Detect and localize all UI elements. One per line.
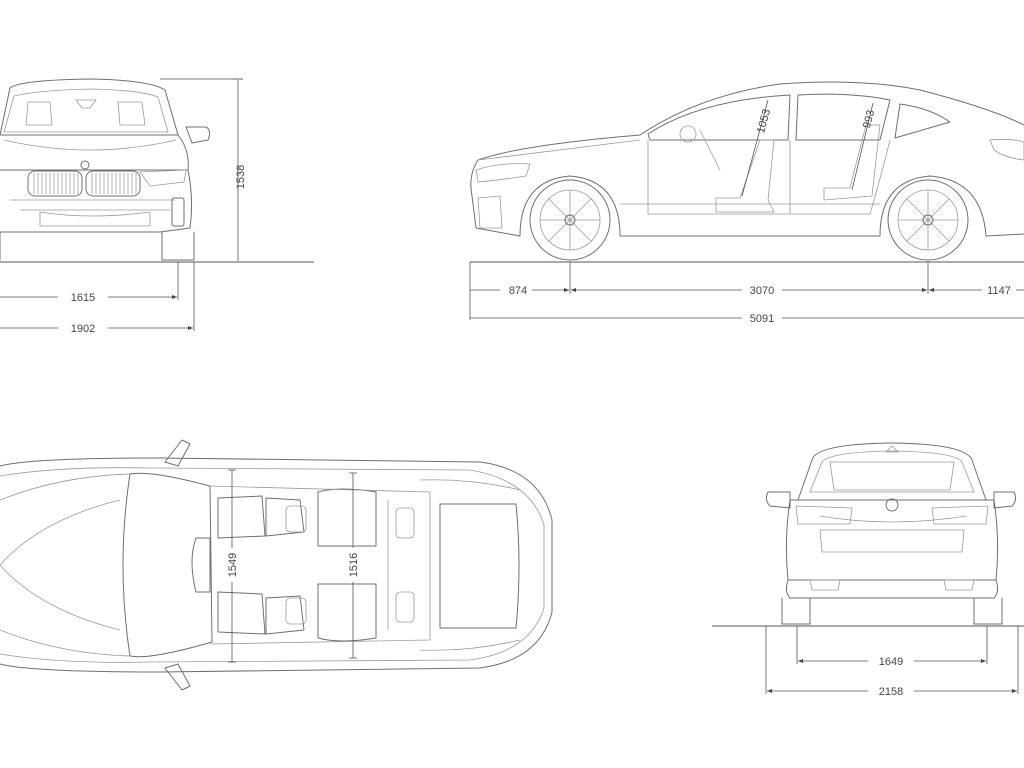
wheelbase-label: 3070 (750, 285, 774, 297)
rear-width-label: 2158 (879, 686, 903, 698)
front-width-dimension: 1902 (0, 262, 195, 335)
rear-wheel (887, 179, 969, 261)
rear-width-dimension: 2158 (765, 626, 1019, 698)
kidney-grille (27, 170, 141, 197)
front-height-label: 1538 (235, 165, 247, 189)
rear-view (765, 442, 1017, 625)
rear-track-dimension: 1649 (796, 626, 988, 668)
front-shoulder-label: 1549 (227, 553, 239, 577)
front-height-dimension: 1538 (160, 78, 247, 261)
top-view (0, 439, 553, 691)
front-track-dimension: 1615 (0, 262, 179, 304)
front-view (0, 78, 211, 261)
brand-logo-icon (885, 498, 899, 512)
rear-shoulder-label: 1516 (348, 553, 360, 577)
overall-length-label: 5091 (750, 313, 774, 325)
front-headroom-label: 1053 (755, 108, 773, 135)
brand-logo-icon (80, 160, 90, 170)
rear-headroom-dimension: 993 (851, 102, 877, 191)
rear-headroom-label: 993 (861, 109, 877, 130)
overall-length-dimension: 5091 (470, 313, 1024, 325)
front-width-label: 1902 (71, 323, 95, 335)
rear-shoulder-dimension: 1516 (348, 472, 360, 659)
front-wheel (529, 179, 611, 261)
front-shoulder-dimension: 1549 (227, 469, 239, 663)
front-track-label: 1615 (71, 292, 95, 304)
rear-track-label: 1649 (879, 656, 903, 668)
side-view (470, 81, 1024, 261)
side-segment-dimensions: 874 3070 1147 (469, 262, 1024, 320)
rear-overhang-label: 1147 (987, 285, 1011, 297)
front-overhang-label: 874 (509, 285, 527, 297)
